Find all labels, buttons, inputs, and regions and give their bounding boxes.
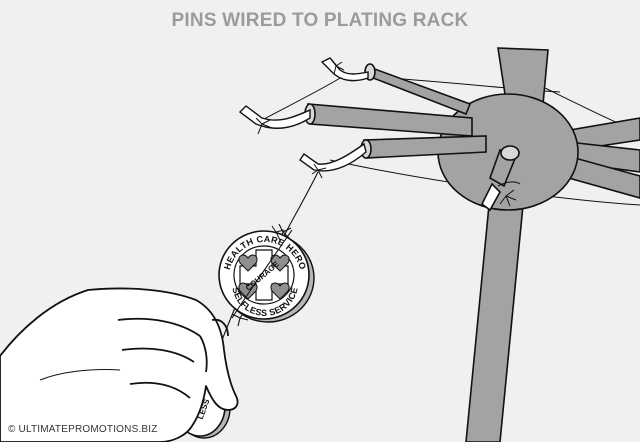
hand-icon <box>0 287 239 442</box>
copyright-footer: © ULTIMATEPROMOTIONS.BIZ <box>8 424 158 435</box>
hub-pin-tip <box>480 145 521 212</box>
contact-hooks <box>238 57 369 172</box>
health-care-hero-pin-icon: HEALTH CARE HERO SELFLESS SERVICE COURAG… <box>218 225 315 323</box>
diagram-title: PINS WIRED TO PLATING RACK <box>171 10 469 31</box>
tie-wires <box>255 59 517 207</box>
pin-cross-icon <box>239 249 289 301</box>
rack-arms-left <box>304 63 487 159</box>
